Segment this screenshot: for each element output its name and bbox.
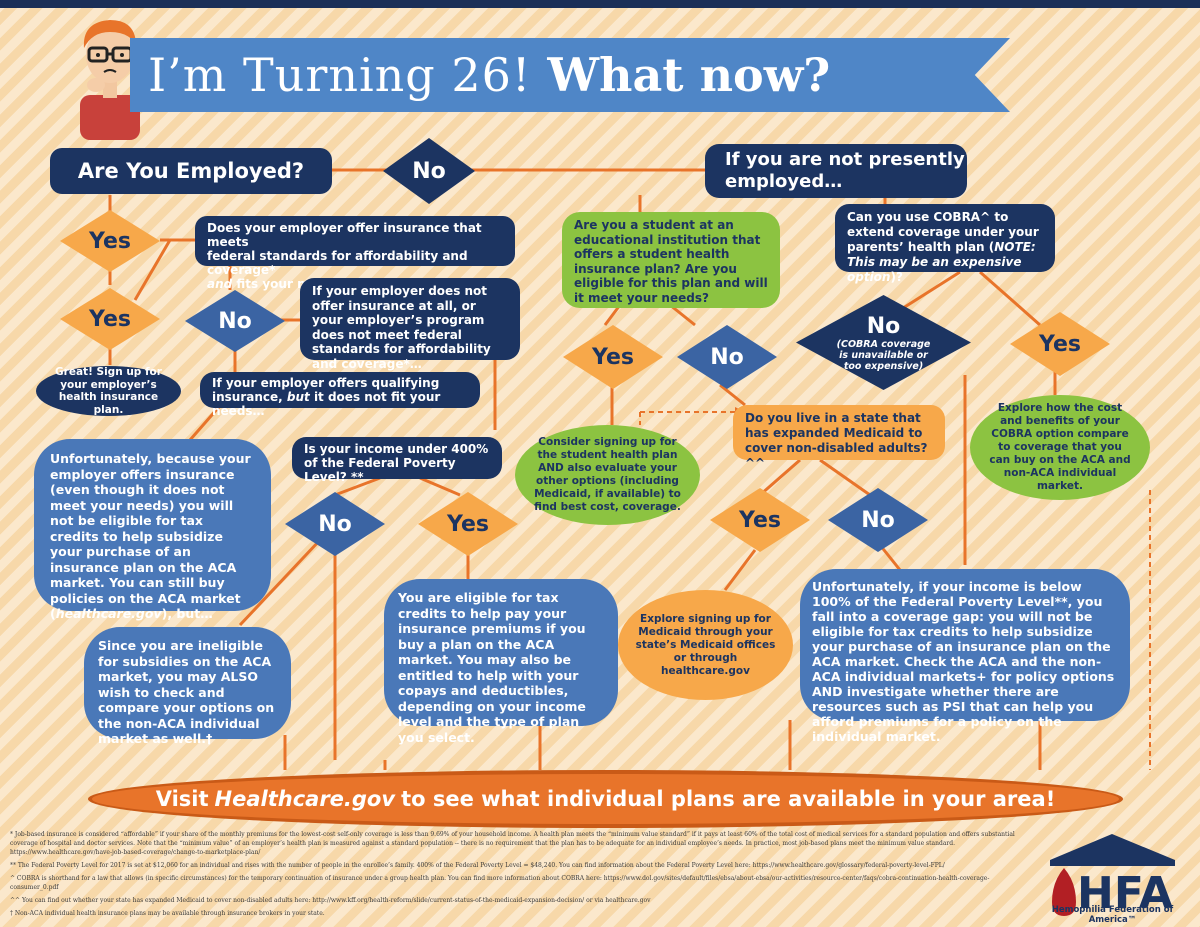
employer-offer-question: Does your employer offer insurance that … [195,216,515,291]
cobra-no-label: No [866,313,901,339]
cobra-question: Can you use COBRA^ to extend coverage un… [835,204,1055,284]
eligible-credits-cloud: You are eligible for tax credits to help… [390,585,612,745]
ineligible-cloud: Since you are ineligible for subsidies o… [90,633,285,746]
qualifying-box: If your employer offers qualifying insur… [200,372,480,418]
employer-offer-line2: federal standards for affordability and … [207,249,468,277]
footnote-1: * Job-based insurance is considered “aff… [10,831,1015,856]
hfa-logo: HFA [1050,834,1175,919]
qualifying-a: If your employer offers qualifying insur… [212,376,440,404]
student-question: Are you a student at an educational inst… [562,212,780,308]
footnote-3: ^ COBRA is shorthand for a law that allo… [10,875,990,891]
hfa-logo-name: Hemophilia Federation of America™ [1051,905,1174,925]
cobra-c: )? [890,270,903,284]
footer-link[interactable]: Healthcare.gov [214,787,396,811]
footer-c: to see what individual plans are availab… [401,787,1056,811]
employed-question: Are You Employed? [50,148,332,194]
not-employed-box: If you are not presently employed… [705,144,967,198]
unfortunately-employer-a: Unfortunately, because your employer off… [50,451,251,621]
medicaid-state-question: Do you live in a state that has expanded… [733,405,945,470]
qualifying-but: but [286,390,310,404]
great-signup-ellipse: Great! Sign up for your employer’s healt… [36,366,181,416]
thinking-person-icon [80,20,140,140]
hfa-logo-letters: HFA [1077,868,1173,919]
title-part1: I’m Turning 26! [148,48,532,102]
employer-offer-and: and [207,277,233,291]
footnotes: * Job-based insurance is considered “aff… [10,830,1020,922]
employer-offer-line1: Does your employer offer insurance that … [207,221,482,249]
cobra-no-note: (COBRA coverage is unavailable or too ex… [836,338,931,372]
title-part2: What now? [547,48,831,102]
unfortunately-employer-link: healthcare.gov [55,606,162,621]
no-insurance-box: If your employer does not offer insuranc… [300,278,520,371]
qualifying-c: it does not fit your needs… [212,390,441,418]
cobra-explore-ellipse: Explore how the cost and benefits of you… [970,395,1150,500]
coverage-gap-cloud: Unfortunately, if your income is below 1… [806,575,1124,744]
unfortunately-employer-c: ), but… [161,606,213,621]
income-400-question: Is your income under 400% of the Federal… [292,437,502,484]
footnote-5: † Non-ACA individual health insurance pl… [10,910,325,917]
footnote-4: ^^ You can find out whether your state h… [10,897,651,904]
title-banner: I’m Turning 26! What now? [130,38,1010,112]
consider-student-ellipse: Consider signing up for the student heal… [515,425,700,525]
healthcare-gov-banner[interactable]: Visit Healthcare.gov to see what individ… [88,770,1123,828]
explore-medicaid-ellipse: Explore signing up for Medicaid through … [618,590,793,700]
cobra-note: NOTE: This may be an expensive option [847,240,1036,284]
footer-a: Visit [155,787,209,811]
cobra-a: Can you use COBRA^ to extend coverage un… [847,210,1039,254]
top-bar [0,0,1200,8]
unfortunately-employer-cloud: Unfortunately, because your employer off… [40,445,265,621]
footnote-2: ** The Federal Poverty Level for 2017 is… [10,862,945,869]
